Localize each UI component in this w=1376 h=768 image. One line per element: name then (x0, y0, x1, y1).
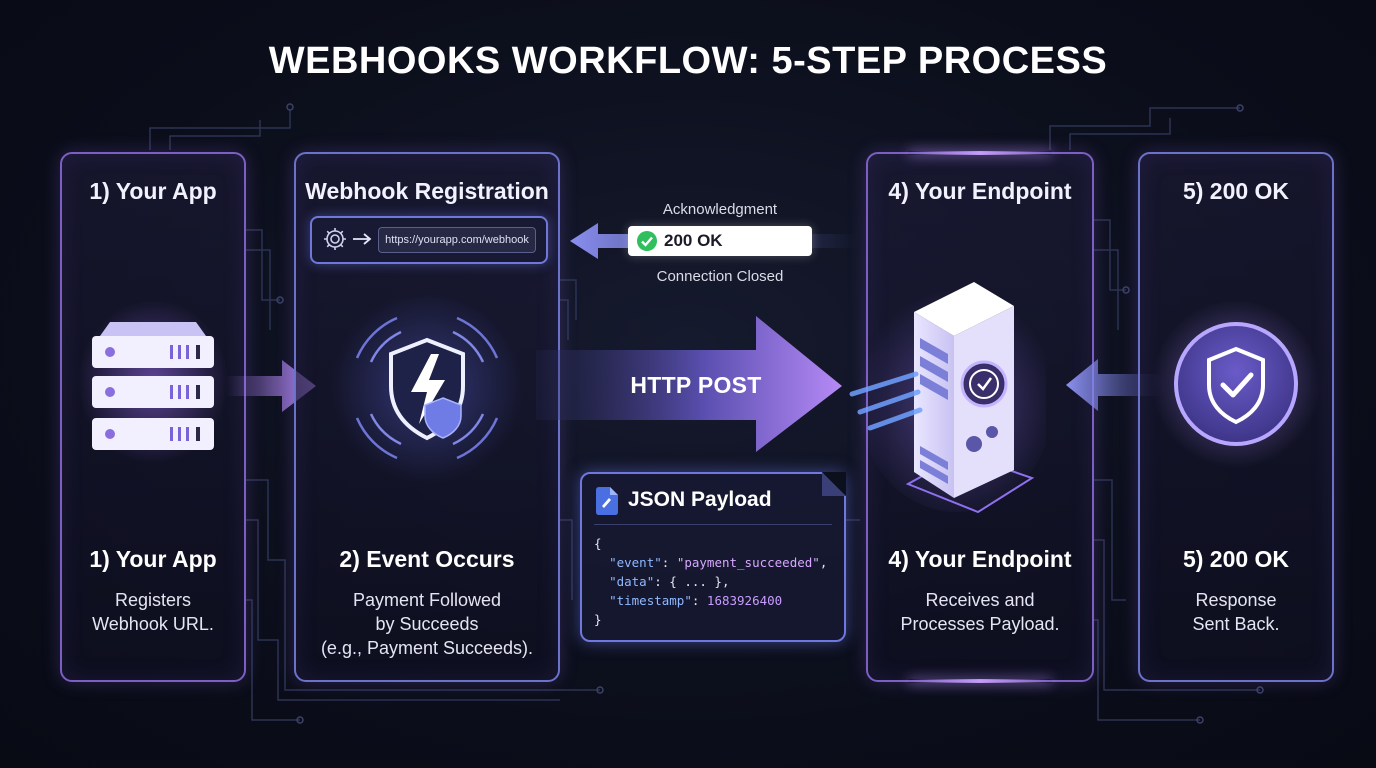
lightning-shield-icon (331, 292, 523, 484)
server-stack-icon (78, 300, 228, 464)
arrow-right-icon (226, 360, 316, 412)
page-corner-fold (822, 472, 846, 496)
json-code-block: { "event": "payment_succeeded", "data": … (594, 536, 828, 627)
step-5-description: Response Sent Back. (1192, 590, 1280, 634)
step-1-description: Registers Webhook URL. (92, 590, 214, 634)
page-title: WEBHOOKS WORKFLOW: 5-STEP PROCESS (268, 40, 1108, 82)
server-tower-icon (849, 276, 1046, 514)
check-circle-icon (637, 231, 657, 251)
json-payload-title: JSON Payload (628, 488, 772, 511)
http-post-label: HTTP POST (630, 372, 762, 398)
step-1-title: 1) Your App (89, 546, 217, 572)
connection-closed-label: Connection Closed (656, 268, 784, 285)
panel-200-ok: 5) 200 OK 5) 200 OK Response Sent Back. (1138, 152, 1334, 682)
gear-icon (324, 228, 346, 250)
endpoint-top-glow (908, 151, 1052, 155)
step-4-description: Receives and Processes Payload. (900, 590, 1060, 634)
panel-your-app: 1) Your App 1) Your App Registers W (60, 152, 246, 682)
shield-check-icon (1152, 300, 1320, 468)
panel-registration-heading: Webhook Registration (305, 178, 549, 204)
webhook-url-box: https://yourapp.com/webhook (310, 216, 548, 264)
step-4-title: 4) Your Endpoint (888, 546, 1072, 572)
panel-endpoint-heading: 4) Your Endpoint (888, 178, 1072, 204)
panel-ok-heading: 5) 200 OK (1182, 178, 1290, 204)
http-post-arrow (536, 316, 842, 452)
webhook-url-field[interactable]: https://yourapp.com/webhook (378, 227, 536, 253)
document-icon (596, 487, 618, 515)
ok-status-text: 200 OK (664, 231, 723, 250)
step-2-title: 2) Event Occurs (339, 546, 515, 572)
json-payload-card: JSON Payload { "event": "payment_succeed… (580, 472, 846, 642)
panel-webhook-registration: Webhook Registration https://yourapp.com… (294, 152, 560, 682)
arrow-left-response-icon (1066, 359, 1164, 411)
panel-app-heading: 1) Your App (89, 178, 217, 204)
step-2-description: Payment Followed by Succeeds (e.g., Paym… (320, 590, 534, 658)
panel-your-endpoint: 4) Your Endpoint (849, 151, 1094, 683)
ok-status-badge: 200 OK (628, 226, 812, 256)
endpoint-bottom-glow (908, 679, 1052, 683)
json-divider (594, 524, 832, 525)
step-5-title: 5) 200 OK (1182, 546, 1290, 572)
acknowledgment-label: Acknowledgment (662, 201, 778, 218)
arrow-right-small-icon (353, 233, 372, 245)
